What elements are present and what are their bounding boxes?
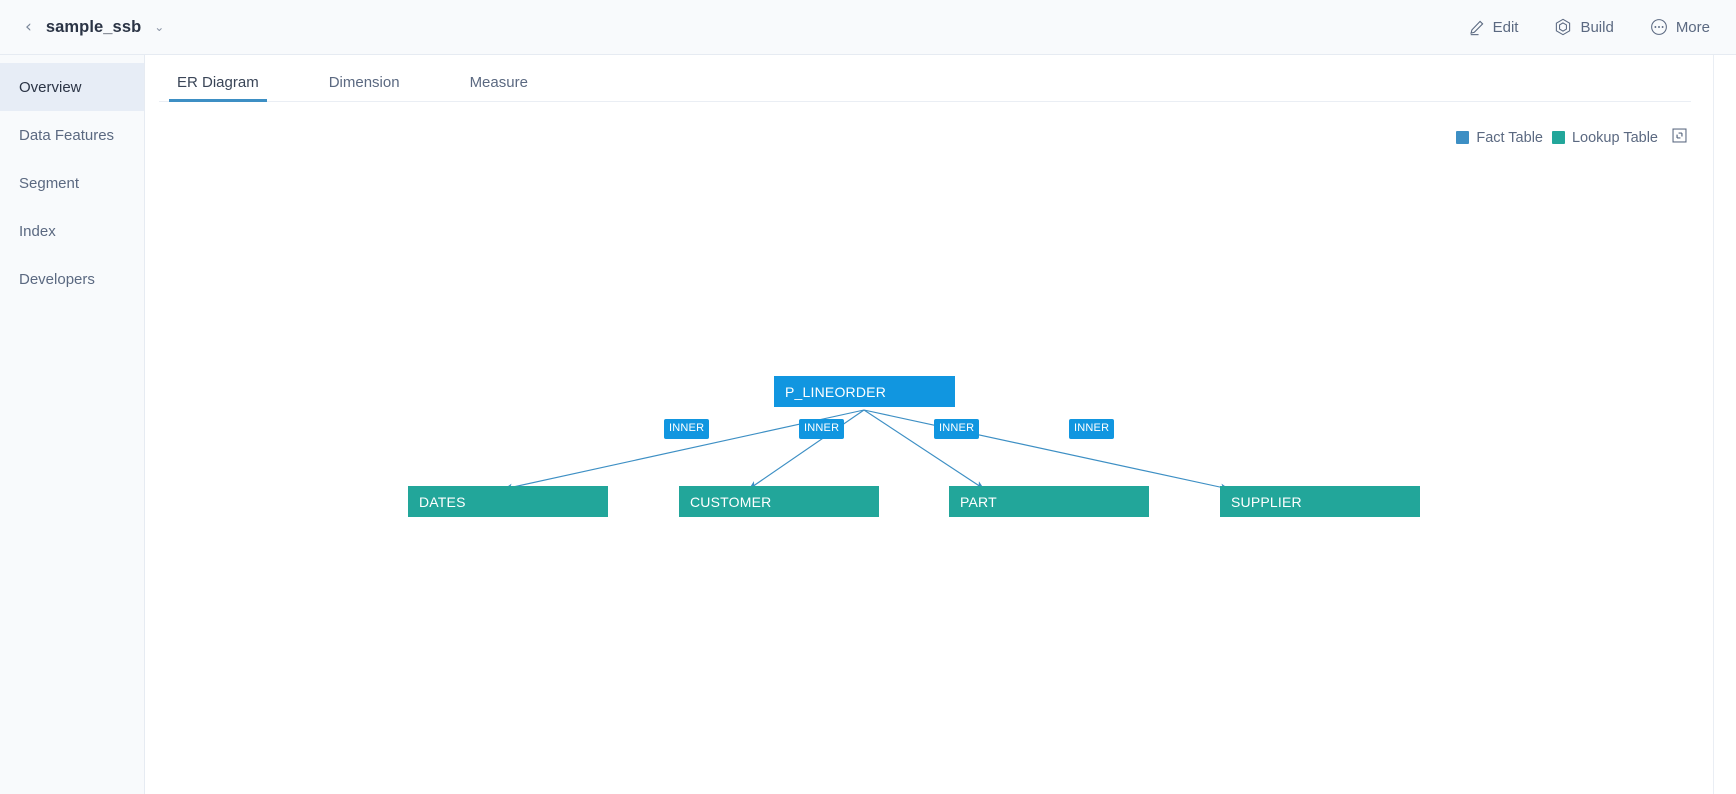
er-node-lookup-dates[interactable]: DATES [408, 486, 608, 517]
er-node-fact-table[interactable]: P_LINEORDER [774, 376, 955, 407]
join-badge-part[interactable]: INNER [934, 419, 980, 439]
er-node-label: P_LINEORDER [785, 383, 887, 400]
er-node-label: DATES [419, 493, 466, 510]
pencil-icon [1468, 19, 1485, 36]
sidebar-item-label: Overview [19, 78, 82, 96]
edge-lineorder-part [863, 409, 985, 490]
er-node-lookup-customer[interactable]: CUSTOMER [679, 486, 879, 517]
sidebar: Overview Data Features Segment Index Dev… [0, 55, 145, 794]
join-badge-supplier[interactable]: INNER [1069, 419, 1115, 439]
cube-icon [1554, 18, 1572, 36]
sidebar-item-overview[interactable]: Overview [0, 63, 144, 111]
right-rail [1713, 55, 1736, 794]
sidebar-item-label: Segment [19, 174, 80, 192]
join-badge-label: INNER [1074, 422, 1110, 434]
chevron-down-icon[interactable]: ⌄ [154, 20, 165, 34]
er-node-label: PART [960, 493, 997, 510]
legend-entry-lookup-table: Lookup Table [1551, 129, 1658, 146]
tab-measure[interactable]: Measure [466, 75, 532, 101]
fact-table-color-swatch [1456, 131, 1470, 144]
header-left-group: ‹ sample_ssb ⌄ [22, 17, 164, 38]
legend-entry-fact-table: Fact Table [1456, 130, 1543, 146]
er-node-lookup-supplier[interactable]: SUPPLIER [1220, 486, 1420, 517]
sidebar-item-developers[interactable]: Developers [0, 255, 144, 303]
join-badge-dates[interactable]: INNER [664, 419, 710, 439]
expand-fullscreen-icon[interactable] [1672, 128, 1687, 147]
join-badge-label: INNER [804, 422, 840, 434]
er-node-lookup-part[interactable]: PART [949, 486, 1149, 517]
more-button-label: More [1675, 18, 1710, 36]
er-diagram-canvas: Fact Table Lookup Table [159, 102, 1691, 794]
more-button[interactable]: More [1650, 18, 1710, 36]
lookup-table-color-swatch [1551, 131, 1565, 144]
join-badge-label: INNER [669, 422, 705, 434]
page-title: sample_ssb [45, 17, 142, 36]
sidebar-item-data-features[interactable]: Data Features [0, 111, 144, 159]
legend-label-lookup-table: Lookup Table [1571, 129, 1658, 146]
sidebar-item-index[interactable]: Index [0, 207, 144, 255]
edit-button-label: Edit [1492, 18, 1519, 36]
diagram-legend: Fact Table Lookup Table [1456, 128, 1687, 147]
sidebar-item-label: Data Features [19, 126, 115, 144]
er-diagram-edges [503, 409, 1230, 491]
edge-lineorder-customer [748, 409, 865, 490]
sidebar-item-label: Developers [19, 270, 95, 288]
header-actions: Edit Build [1468, 18, 1710, 36]
tab-bar: ER Diagram Dimension Measure [159, 55, 1691, 102]
tab-label: Dimension [328, 74, 400, 91]
main-content: ER Diagram Dimension Measure Fact Table [145, 55, 1713, 794]
tab-dimension[interactable]: Dimension [325, 75, 404, 101]
edge-lineorder-supplier [863, 409, 1230, 491]
build-button[interactable]: Build [1554, 18, 1614, 36]
chevron-left-icon[interactable]: ‹ [25, 16, 32, 37]
tab-label: ER Diagram [177, 74, 259, 91]
er-diagram-graph: P_LINEORDER INNER INNER INNER INNER [159, 102, 1691, 794]
er-node-label: CUSTOMER [690, 493, 772, 510]
join-badge-customer[interactable]: INNER [799, 419, 845, 439]
join-badge-label: INNER [939, 422, 975, 434]
edit-button[interactable]: Edit [1468, 18, 1519, 36]
build-button-label: Build [1580, 18, 1614, 36]
tab-label: Measure [469, 74, 528, 91]
er-node-label: SUPPLIER [1231, 493, 1302, 510]
sidebar-item-segment[interactable]: Segment [0, 159, 144, 207]
app-body: Overview Data Features Segment Index Dev… [0, 55, 1736, 794]
tab-er-diagram[interactable]: ER Diagram [169, 74, 267, 102]
app-header: ‹ sample_ssb ⌄ Edit [0, 0, 1736, 55]
ellipsis-circle-icon [1650, 18, 1668, 36]
legend-label-fact-table: Fact Table [1476, 129, 1543, 146]
sidebar-item-label: Index [19, 222, 56, 240]
